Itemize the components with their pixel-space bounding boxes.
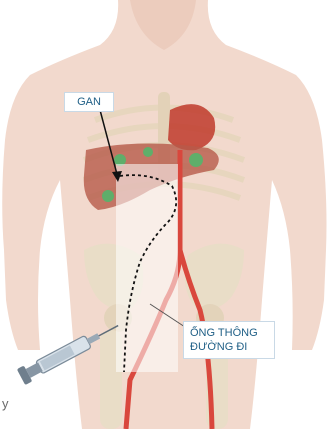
tumor <box>102 190 114 202</box>
heart <box>168 104 215 150</box>
corner-text: y <box>2 396 9 411</box>
tumor <box>143 147 153 157</box>
catheter-label-line1: ỐNG THÔNG <box>190 326 268 340</box>
catheter-label-line2: ĐƯỜNG ĐI <box>190 340 268 354</box>
liver-label: GAN <box>64 92 114 112</box>
tumor <box>189 153 203 167</box>
catheter-route-label: ỐNG THÔNG ĐƯỜNG ĐI <box>183 321 275 359</box>
